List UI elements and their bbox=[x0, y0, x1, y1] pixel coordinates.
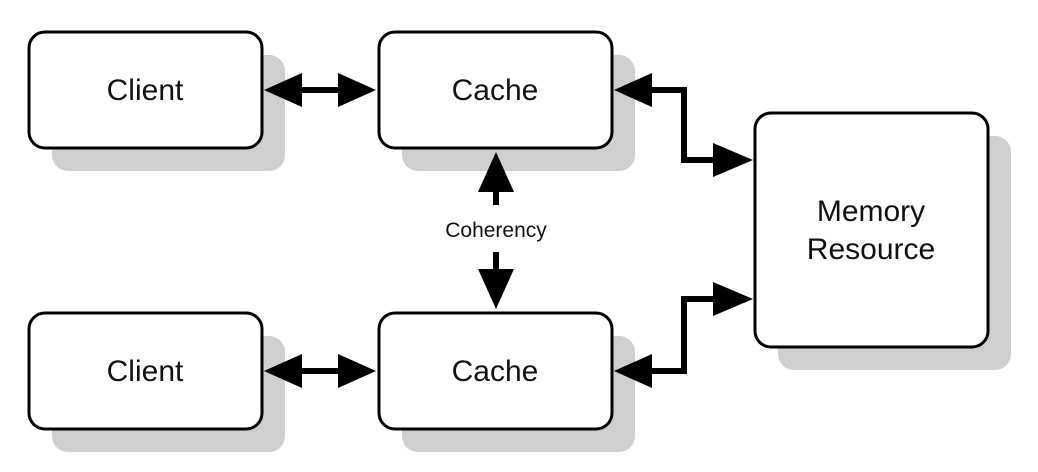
client-cache-bottom-arrow bbox=[264, 354, 376, 388]
memory-label-line2: Resource bbox=[807, 233, 935, 266]
coherency-label: Coherency bbox=[445, 219, 547, 242]
coherency-arrowhead-down bbox=[478, 269, 514, 309]
client-top-box bbox=[27, 30, 264, 150]
client-cache-bottom-arrowhead-left bbox=[264, 354, 302, 388]
coherency-arrow bbox=[478, 152, 514, 309]
node-boxes bbox=[27, 30, 990, 431]
client-top-label: Client bbox=[107, 74, 184, 107]
cache-bottom-memory-arrowhead-left bbox=[614, 354, 652, 388]
cache-top-label: Cache bbox=[452, 74, 539, 107]
coherency-arrowhead-up bbox=[478, 152, 514, 192]
cache-bottom-memory-line bbox=[640, 296, 722, 374]
cache-top-box bbox=[377, 30, 614, 150]
client-bottom-box bbox=[27, 311, 264, 431]
cache-bottom-memory-arrowhead-right bbox=[713, 282, 753, 316]
cache-bottom-memory-arrow bbox=[614, 282, 753, 388]
client-bottom-label: Client bbox=[107, 355, 184, 388]
client-cache-bottom-arrowhead-right bbox=[338, 354, 376, 388]
cache-bottom-label: Cache bbox=[452, 355, 539, 388]
cache-top-memory-arrowhead-left bbox=[614, 73, 652, 107]
client-cache-top-arrowhead-right bbox=[338, 73, 376, 107]
cache-top-memory-arrow bbox=[614, 73, 753, 177]
client-cache-top-arrow bbox=[264, 73, 376, 107]
memory-label-line1: Memory bbox=[817, 195, 925, 228]
cache-top-memory-arrowhead-right bbox=[713, 143, 753, 177]
client-cache-top-arrowhead-left bbox=[264, 73, 302, 107]
memory-resource-box bbox=[753, 111, 990, 349]
cache-top-memory-line bbox=[640, 87, 722, 163]
cache-bottom-box bbox=[377, 311, 614, 431]
